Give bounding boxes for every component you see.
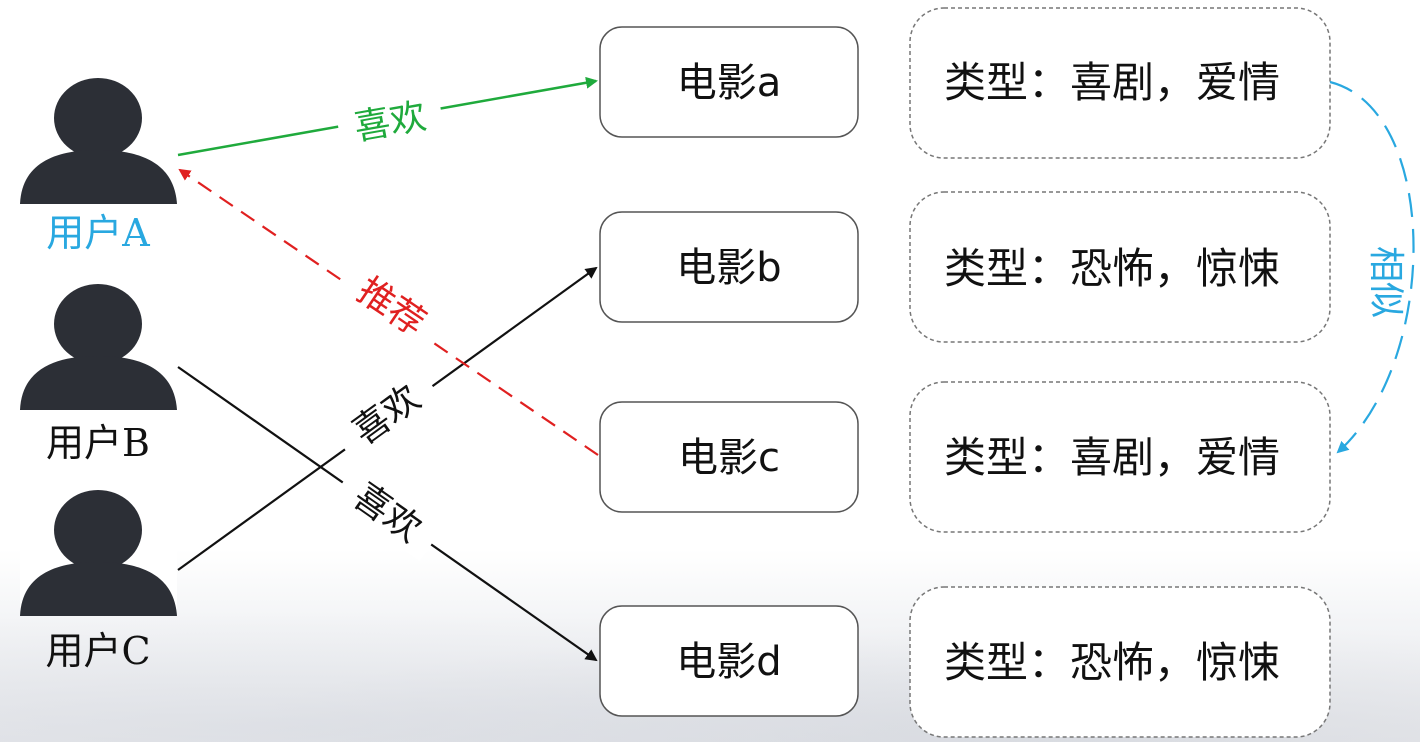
edge-recommend-movie-c-to-user-a [178, 168, 599, 456]
type-box-c-border [909, 381, 1331, 533]
edge-label-similar: 相似 [1365, 246, 1406, 318]
movie-b-label: 电影b [676, 245, 781, 291]
movie-d-box [599, 605, 859, 717]
user-a-avatar-icon [20, 78, 177, 204]
user-b-label: 用户B [46, 421, 150, 465]
movie-c-label: 电影c [678, 435, 780, 481]
type-d-label: 类型：恐怖，惊悚 [944, 638, 1280, 687]
type-b-label: 类型：恐怖，惊悚 [944, 244, 1280, 293]
type-box-b: 类型：恐怖，惊悚 [909, 191, 1331, 343]
type-box-a: 类型：喜剧，爱情 [909, 7, 1331, 159]
movie-d: 电影d [599, 605, 859, 717]
type-a-label: 类型：喜剧，爱情 [944, 58, 1280, 107]
movie-b-box [599, 211, 859, 323]
edge-label-bg-c-b [329, 364, 443, 464]
type-box-b-border [909, 191, 1331, 343]
movie-b: 电影b [599, 211, 859, 323]
user-c-label: 用户C [45, 629, 150, 673]
type-box-d-border [909, 586, 1331, 738]
movie-a-label: 电影a [677, 60, 782, 106]
user-c: 用户C [20, 490, 177, 673]
edge-similar-types [1329, 80, 1415, 454]
type-box-d: 类型：恐怖，惊悚 [909, 586, 1331, 738]
movie-a: 电影a [599, 26, 859, 138]
movie-a-box [599, 26, 859, 138]
movie-c-box [599, 401, 859, 513]
edge-label-bg-green [334, 89, 446, 153]
type-c-label: 类型：喜剧，爱情 [944, 433, 1280, 482]
user-a-label: 用户A [46, 211, 150, 255]
user-a: 用户A [20, 78, 177, 255]
edge-label-bg-blue [1350, 218, 1398, 318]
type-box-a-border [909, 7, 1331, 159]
user-b-avatar-icon [20, 284, 177, 410]
user-b: 用户B [20, 284, 177, 465]
edge-label-bg-red [336, 258, 448, 354]
movie-d-label: 电影d [676, 639, 781, 685]
type-box-c: 类型：喜剧，爱情 [909, 381, 1331, 533]
user-c-avatar-icon [20, 490, 177, 616]
movie-c: 电影c [599, 401, 859, 513]
edge-label-bg-b-d [331, 463, 445, 561]
